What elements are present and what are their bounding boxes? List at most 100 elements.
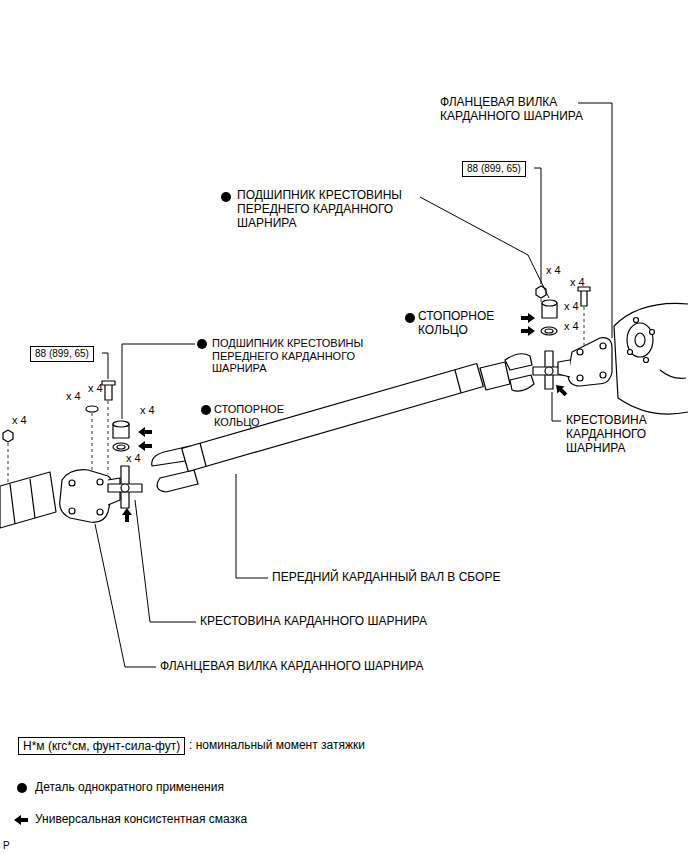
quantity-label: x 4 <box>126 452 141 465</box>
shaft-drawing <box>0 286 688 528</box>
snap-ring <box>545 329 553 333</box>
leader-line <box>95 524 156 667</box>
torque-box: 88 (899, 65) <box>30 346 94 362</box>
quantity-label: x 4 <box>564 300 579 313</box>
slip-yoke <box>510 375 534 391</box>
differential-housing <box>614 303 688 326</box>
single-use-mark <box>17 192 415 793</box>
legend-text: Деталь однократного применения <box>35 781 224 795</box>
bolt-hole <box>69 508 75 514</box>
slip-yoke <box>480 362 510 390</box>
single-use-mark <box>17 783 27 793</box>
quantity-label: x 4 <box>88 382 103 395</box>
flange-yoke <box>568 338 612 386</box>
part-label: КРЕСТОВИНА КАРДАННОГО ШАРНИРА <box>566 414 681 455</box>
quantity-label: x 4 <box>140 404 155 417</box>
slip-yoke <box>505 354 532 370</box>
leader-line <box>534 168 541 284</box>
single-use-mark <box>405 313 415 323</box>
stud <box>628 350 633 355</box>
snap-ring <box>113 443 129 451</box>
flange-yoke <box>558 360 570 377</box>
grease-arrow <box>14 313 569 825</box>
leader-line <box>420 197 549 298</box>
part-label: КРЕСТОВИНА КАРДАННОГО ШАРНИРА <box>200 615 427 629</box>
torque-value: Н*м (кгс*см, фунт-сила-фут) <box>23 739 180 753</box>
torque-box: Н*м (кгс*см, фунт-сила-фут) <box>18 737 185 755</box>
torque-value: 88 (899, 65) <box>467 163 521 174</box>
legend-text: Универсальная консистентная смазка <box>35 813 247 827</box>
companion-flange <box>627 323 653 357</box>
assembly-line <box>8 443 9 482</box>
grease-arrow <box>138 427 152 437</box>
assembly-line <box>541 299 542 302</box>
quantity-label: x 4 <box>564 320 579 333</box>
bolt-hole <box>69 480 75 486</box>
rear-shaft-fragment <box>10 479 35 524</box>
torque-box: 88 (899, 65) <box>462 161 526 177</box>
single-use-mark <box>201 405 211 415</box>
legend-text: : номинальный момент затяжки <box>189 739 365 753</box>
assembly-line <box>584 307 585 345</box>
universal-joint-spider <box>121 466 129 508</box>
part-label: ПЕРЕДНИЙ КАРДАННЫЙ ВАЛ В СБОРЕ <box>272 571 500 585</box>
companion-flange <box>635 333 645 347</box>
shaft-tube <box>182 364 484 472</box>
bolt-hole <box>600 343 606 349</box>
universal-joint-spider <box>108 484 142 492</box>
shaft-tube <box>200 370 461 466</box>
shaft-yoke <box>157 470 198 492</box>
stud <box>634 318 639 323</box>
stud <box>650 330 655 335</box>
grease-arrow <box>552 381 569 398</box>
quantity-label: x 4 <box>66 390 81 403</box>
leader-line <box>95 103 612 667</box>
grease-arrow <box>122 508 132 522</box>
differential-housing <box>660 370 686 378</box>
quantity-label: x 4 <box>12 414 27 427</box>
bolt <box>105 384 112 400</box>
quantity-label: x 4 <box>570 276 585 289</box>
figure-code: P <box>3 840 10 852</box>
universal-joint-spider <box>121 484 129 492</box>
snap-ring <box>117 445 125 449</box>
bolt-hole <box>97 479 103 485</box>
leader-line <box>102 353 108 379</box>
leader-line <box>122 344 195 419</box>
bearing-cup <box>113 421 129 427</box>
bearing-cup <box>542 300 557 306</box>
bolt-hole <box>97 509 103 515</box>
leader-line <box>578 103 612 338</box>
quantity-label: x 4 <box>546 264 561 277</box>
nut <box>3 430 13 442</box>
bolt-hole <box>577 349 583 355</box>
assembly-line <box>92 413 93 472</box>
snap-ring <box>541 327 557 335</box>
part-label: ПОДШИПНИК КРЕСТОВИНЫ ПЕРЕДНЕГО КАРДАННОГ… <box>212 337 382 375</box>
bolt-hole <box>577 375 583 381</box>
bolt <box>102 381 115 385</box>
single-use-mark <box>197 339 207 349</box>
bolt-hole <box>600 372 606 378</box>
bolt <box>581 290 587 306</box>
washer <box>86 406 98 412</box>
torque-value: 88 (899, 65) <box>35 348 89 359</box>
part-label: ФЛАНЦЕВАЯ ВИЛКА КАРДАННОГО ШАРНИРА <box>160 660 424 674</box>
grease-arrow <box>138 441 152 451</box>
grease-arrow <box>14 815 28 825</box>
grease-arrow <box>521 313 535 323</box>
grease-arrow <box>521 326 535 336</box>
universal-joint-spider <box>545 367 553 375</box>
part-label: СТОПОРНОЕ КОЛЬЦО <box>214 403 309 428</box>
universal-joint-spider <box>545 351 553 389</box>
leader-line <box>236 474 268 578</box>
part-label: СТОПОРНОЕ КОЛЬЦО <box>418 310 513 338</box>
leader-line <box>552 392 561 421</box>
assembly-line <box>108 401 109 474</box>
part-label: ФЛАНЦЕВАЯ ВИЛКА КАРДАННОГО ШАРНИРА <box>440 96 605 124</box>
single-use-mark <box>221 192 231 202</box>
flange-yoke <box>60 470 113 523</box>
assembly-line <box>8 299 584 482</box>
stud <box>644 358 649 363</box>
